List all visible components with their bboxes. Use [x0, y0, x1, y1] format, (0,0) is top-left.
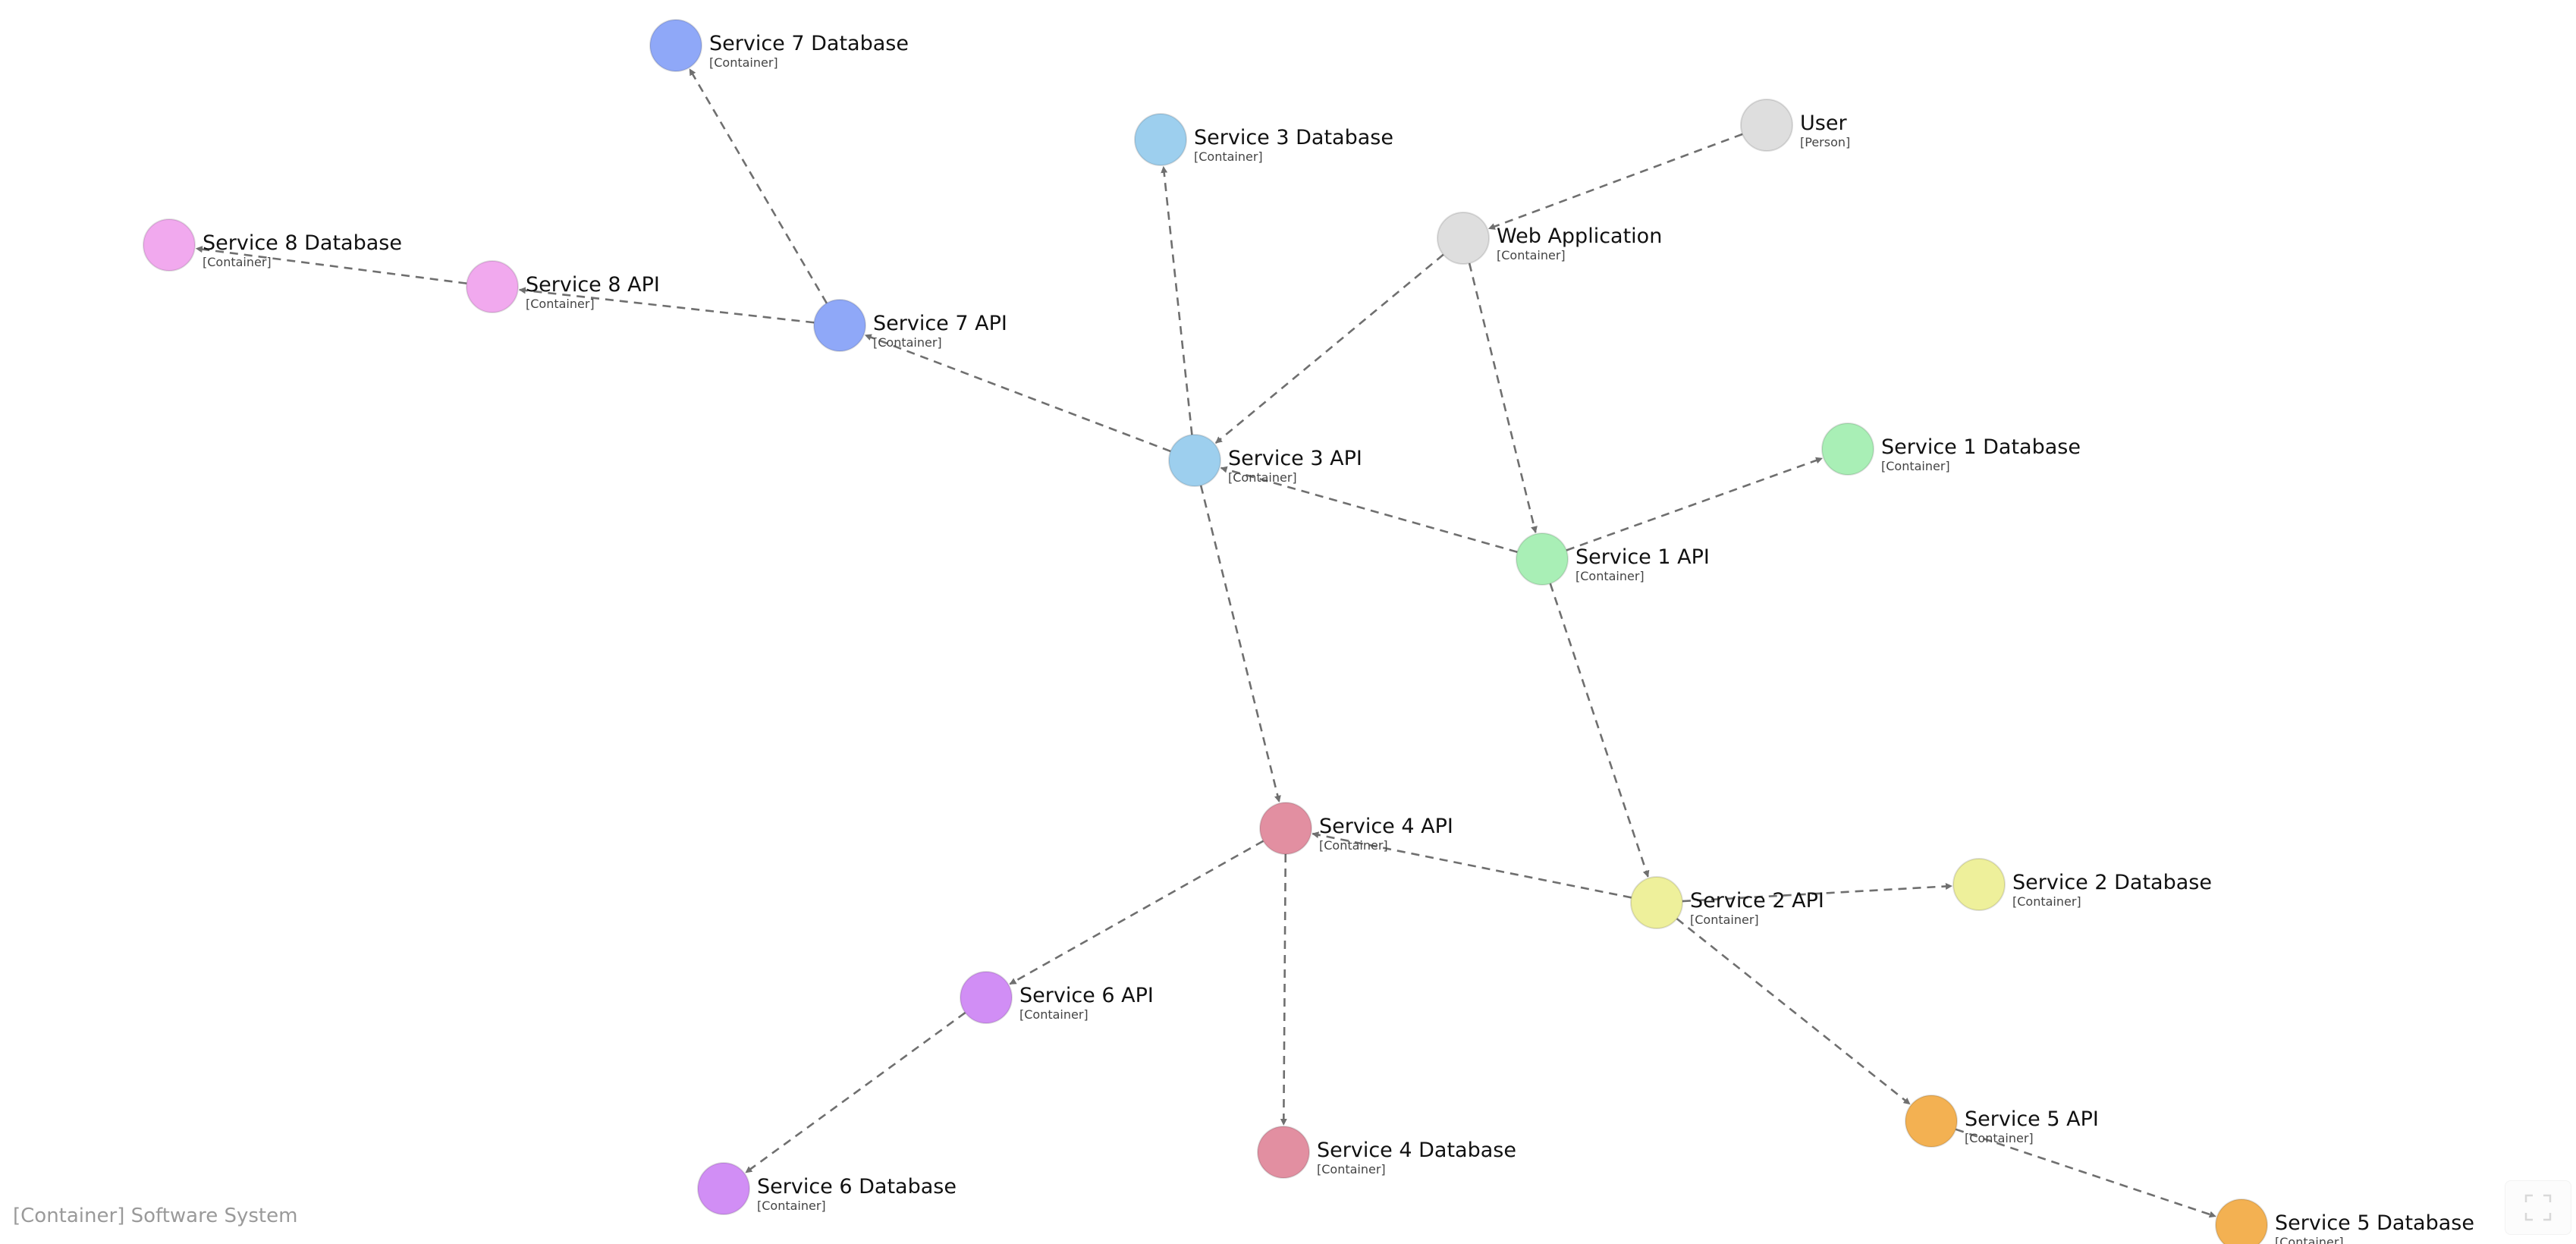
node-type: [Container]	[2275, 1235, 2344, 1244]
node-title: Service 2 API	[1690, 889, 1824, 913]
fullscreen-button[interactable]	[2505, 1180, 2571, 1235]
relationship-web-to-s1api[interactable]	[1468, 262, 1538, 533]
node-s2db[interactable]: Service 2 Database[Container]	[1952, 858, 2212, 911]
node-type: [Container]	[203, 255, 272, 269]
node-title: Service 1 Database	[1881, 435, 2081, 459]
node-s6api[interactable]: Service 6 API[Container]	[960, 971, 1154, 1024]
node-title: Service 6 API	[1019, 984, 1154, 1007]
node-title: Service 2 Database	[2012, 871, 2212, 894]
node-title: User	[1800, 112, 1847, 135]
node-s6db[interactable]: Service 6 Database[Container]	[697, 1162, 957, 1215]
relationship-web-to-s3api[interactable]	[1214, 253, 1444, 445]
node-title: Service 3 Database	[1194, 126, 1393, 149]
node-circle[interactable]	[1259, 802, 1312, 855]
node-type: [Person]	[1800, 135, 1850, 149]
node-type: [Container]	[1690, 913, 1759, 927]
node-title: Service 6 Database	[757, 1175, 957, 1198]
node-s2api[interactable]: Service 2 API[Container]	[1630, 876, 1824, 929]
node-type: [Container]	[1019, 1007, 1089, 1022]
relationship-s5api-to-s5db[interactable]	[1955, 1128, 2216, 1218]
node-type: [Container]	[1317, 1162, 1386, 1176]
node-title: Service 8 Database	[203, 231, 402, 255]
node-circle[interactable]	[1257, 1126, 1310, 1179]
node-title: Service 5 API	[1965, 1107, 2099, 1131]
node-circle[interactable]	[813, 299, 866, 352]
node-title: Service 1 API	[1575, 545, 1710, 569]
node-circle[interactable]	[649, 19, 702, 72]
node-circle[interactable]	[143, 218, 196, 272]
node-s1api[interactable]: Service 1 API[Container]	[1516, 532, 1710, 586]
node-circle[interactable]	[960, 971, 1013, 1024]
node-s8db[interactable]: Service 8 Database[Container]	[143, 218, 402, 272]
node-type: [Container]	[1319, 838, 1388, 853]
node-circle[interactable]	[1168, 434, 1221, 487]
relationship-s6api-to-s6db[interactable]	[745, 1011, 966, 1173]
node-title: Service 5 Database	[2275, 1211, 2474, 1235]
relationship-s7api-to-s8api[interactable]	[518, 287, 815, 324]
relationship-s2api-to-s2db[interactable]	[1682, 882, 1952, 903]
fullscreen-icon	[2524, 1194, 2552, 1221]
node-circle[interactable]	[1630, 876, 1683, 929]
node-title: Service 4 Database	[1317, 1139, 1516, 1162]
node-circle[interactable]	[1952, 858, 2006, 911]
node-type: [Container]	[1194, 149, 1263, 164]
node-circle[interactable]	[1821, 423, 1874, 476]
node-s5db[interactable]: Service 5 Database[Container]	[2215, 1198, 2474, 1244]
relationship-s3api-to-s4api[interactable]	[1199, 485, 1281, 803]
node-type: [Container]	[1575, 569, 1645, 583]
node-circle[interactable]	[1905, 1095, 1958, 1148]
node-circle[interactable]	[2215, 1198, 2268, 1244]
node-type: [Container]	[526, 297, 595, 311]
node-type: [Container]	[1497, 248, 1566, 262]
node-s3api[interactable]: Service 3 API[Container]	[1168, 434, 1362, 487]
node-s7api[interactable]: Service 7 API[Container]	[813, 299, 1007, 352]
node-circle[interactable]	[697, 1162, 750, 1215]
relationship-s4api-to-s6api[interactable]	[1009, 840, 1264, 985]
node-user[interactable]: User[Person]	[1740, 99, 1850, 152]
node-title: Service 7 API	[873, 312, 1007, 335]
node-type: [Container]	[873, 335, 942, 350]
node-circle[interactable]	[1134, 113, 1187, 166]
relationship-s8api-to-s8db[interactable]	[195, 246, 467, 284]
relationship-s3api-to-s7api[interactable]	[864, 334, 1171, 453]
node-circle[interactable]	[1437, 212, 1490, 265]
node-title: Service 8 API	[526, 273, 660, 297]
relationship-s2api-to-s4api[interactable]	[1312, 831, 1632, 899]
node-title: Web Application	[1497, 225, 1662, 248]
relationship-s7api-to-s7db[interactable]	[689, 68, 828, 304]
node-circle[interactable]	[1516, 532, 1569, 586]
node-type: [Container]	[757, 1198, 826, 1213]
relationship-s1api-to-s2api[interactable]	[1549, 583, 1650, 878]
relationship-s3api-to-s3db[interactable]	[1161, 165, 1193, 435]
node-title: Service 3 API	[1228, 447, 1362, 470]
node-s1db[interactable]: Service 1 Database[Container]	[1821, 423, 2081, 476]
node-circle[interactable]	[1740, 99, 1793, 152]
edges-layer	[195, 68, 2216, 1218]
relationship-user-to-web[interactable]	[1487, 133, 1743, 230]
node-type: [Container]	[1965, 1131, 2034, 1145]
node-web[interactable]: Web Application[Container]	[1437, 212, 1662, 265]
node-s4db[interactable]: Service 4 Database[Container]	[1257, 1126, 1516, 1179]
node-s7db[interactable]: Service 7 Database[Container]	[649, 19, 909, 72]
node-type: [Container]	[1228, 470, 1297, 485]
nodes-layer: User[Person]Web Application[Container]Se…	[143, 19, 2474, 1244]
node-s8api[interactable]: Service 8 API[Container]	[466, 260, 660, 313]
node-title: Service 7 Database	[709, 32, 909, 55]
node-type: [Container]	[2012, 894, 2081, 909]
node-title: Service 4 API	[1319, 815, 1453, 838]
node-circle[interactable]	[466, 260, 519, 313]
relationship-s4api-to-s4db[interactable]	[1280, 853, 1287, 1126]
node-type: [Container]	[709, 55, 778, 70]
relationship-s1api-to-s3api[interactable]	[1220, 466, 1518, 553]
legend-label: [Container] Software System	[13, 1205, 298, 1227]
node-type: [Container]	[1881, 459, 1950, 473]
node-s3db[interactable]: Service 3 Database[Container]	[1134, 113, 1393, 166]
node-s5api[interactable]: Service 5 API[Container]	[1905, 1095, 2099, 1148]
node-s4api[interactable]: Service 4 API[Container]	[1259, 802, 1453, 855]
relationship-s1api-to-s1db[interactable]	[1566, 457, 1823, 551]
relationship-s2api-to-s5api[interactable]	[1676, 918, 1911, 1105]
